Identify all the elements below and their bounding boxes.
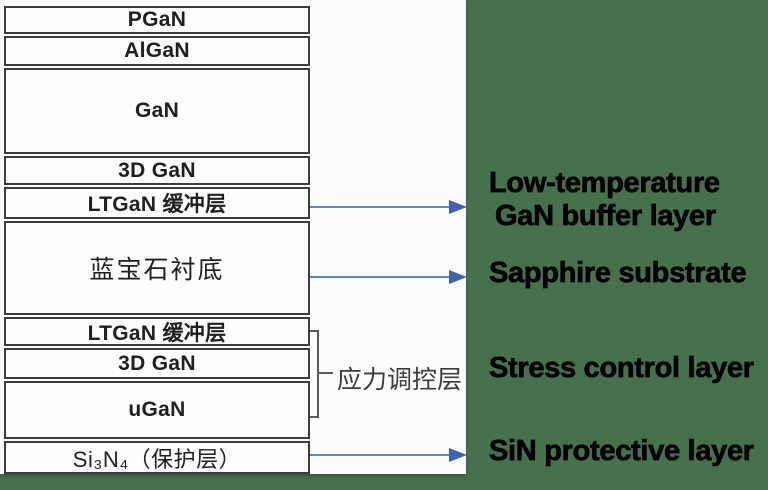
layer-pgan: PGaN [4,6,310,34]
arrowhead-right-icon [449,448,467,462]
arrowhead-right-icon [449,270,467,284]
layer-stack: PGaN AlGaN GaN 3D GaN LTGaN 缓冲层 蓝宝石衬底 LT… [4,6,310,474]
annotation-line: Low-temperature [489,167,721,200]
layer-label: PGaN [127,8,187,31]
annotation-low-temperature-buffer: Low-temperature GaN buffer layer [489,167,721,233]
layer-gan: GaN [4,68,310,154]
arrow-line [310,206,450,208]
annotation-sapphire-substrate: Sapphire substrate [489,257,747,290]
layer-ltgan-buffer-top: LTGaN 缓冲层 [4,187,310,219]
arrow-line [310,276,450,278]
arrow-ltgan-buffer [310,200,468,214]
stress-layers-bracket-tick [319,372,333,374]
annotation-stress-control-layer: Stress control layer [489,352,755,385]
arrow-line [310,454,450,456]
stress-layers-bracket [310,330,319,418]
layer-label: 3D GaN [118,158,196,182]
arrow-sin-protective [310,448,468,462]
arrow-sapphire-substrate [310,270,468,284]
layer-label: 蓝宝石衬底 [89,256,225,284]
layer-3dgan-top: 3D GaN [4,156,310,185]
stress-control-label-cn: 应力调控层 [337,366,463,394]
layer-label: Si₃N₄（保护层） [72,446,242,472]
layer-si3n4-protective: Si₃N₄（保护层） [4,441,310,474]
layer-label: uGaN [128,398,186,421]
layer-label: 3D GaN [118,351,196,375]
annotation-line: GaN buffer layer [495,200,717,233]
layer-sapphire-substrate: 蓝宝石衬底 [4,221,310,315]
layer-algan: AlGaN [4,36,310,66]
layer-ltgan-buffer-bottom: LTGaN 缓冲层 [4,317,310,346]
layer-label: GaN [134,99,180,122]
annotation-sin-protective-layer: SiN protective layer [489,435,755,468]
layer-3dgan-bottom: 3D GaN [4,348,310,379]
layer-label: AlGaN [124,39,190,62]
arrowhead-right-icon [449,200,467,214]
layer-label: LTGaN 缓冲层 [87,193,227,216]
layer-label: LTGaN 缓冲层 [87,321,227,345]
layer-ugan: uGaN [4,381,310,439]
